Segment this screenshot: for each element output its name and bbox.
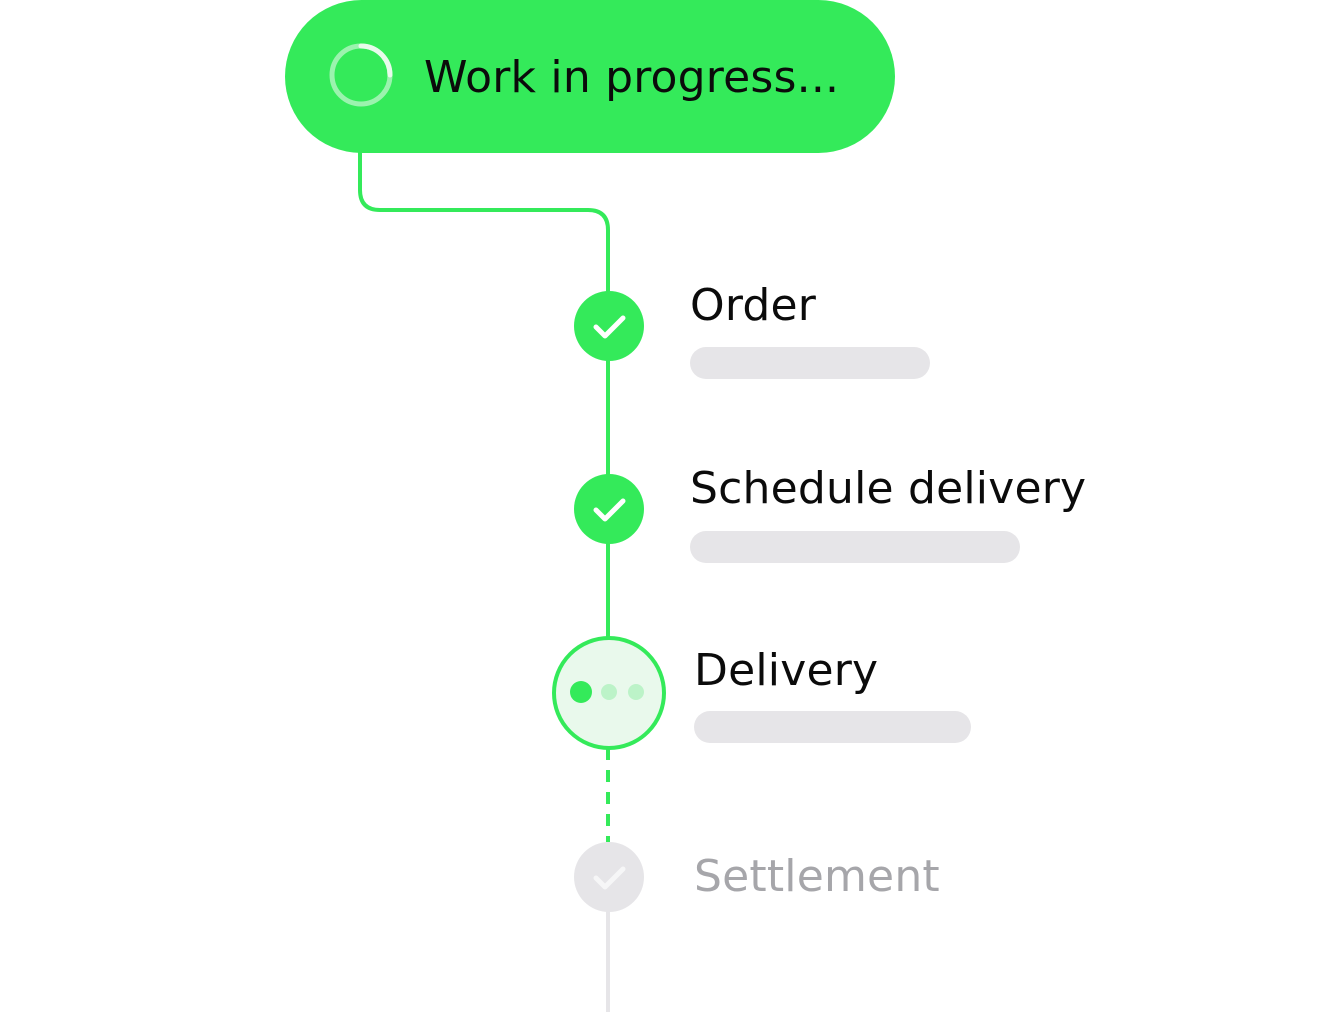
step-schedule-delivery-completed-marker xyxy=(574,474,644,544)
step-title-settlement: Settlement xyxy=(694,851,940,902)
step-delivery-active-marker xyxy=(552,636,666,750)
step-title-order: Order xyxy=(690,280,817,331)
status-label: Work in progress... xyxy=(424,52,840,103)
spinner-ring-icon xyxy=(328,42,394,108)
step-title-delivery: Delivery xyxy=(694,645,879,696)
checkmark-icon xyxy=(593,315,626,339)
step-order-completed-marker xyxy=(574,291,644,361)
step-settlement-pending-marker xyxy=(574,842,644,912)
step-schedule-delivery-description-placeholder xyxy=(690,531,1020,563)
step-delivery-description-placeholder xyxy=(694,711,971,743)
step-title-schedule-delivery: Schedule delivery xyxy=(690,463,1087,514)
checkmark-icon xyxy=(593,866,626,890)
loading-dots-icon xyxy=(570,681,644,703)
step-order-description-placeholder xyxy=(690,347,930,379)
checkmark-icon xyxy=(593,498,626,522)
status-banner xyxy=(285,0,895,153)
